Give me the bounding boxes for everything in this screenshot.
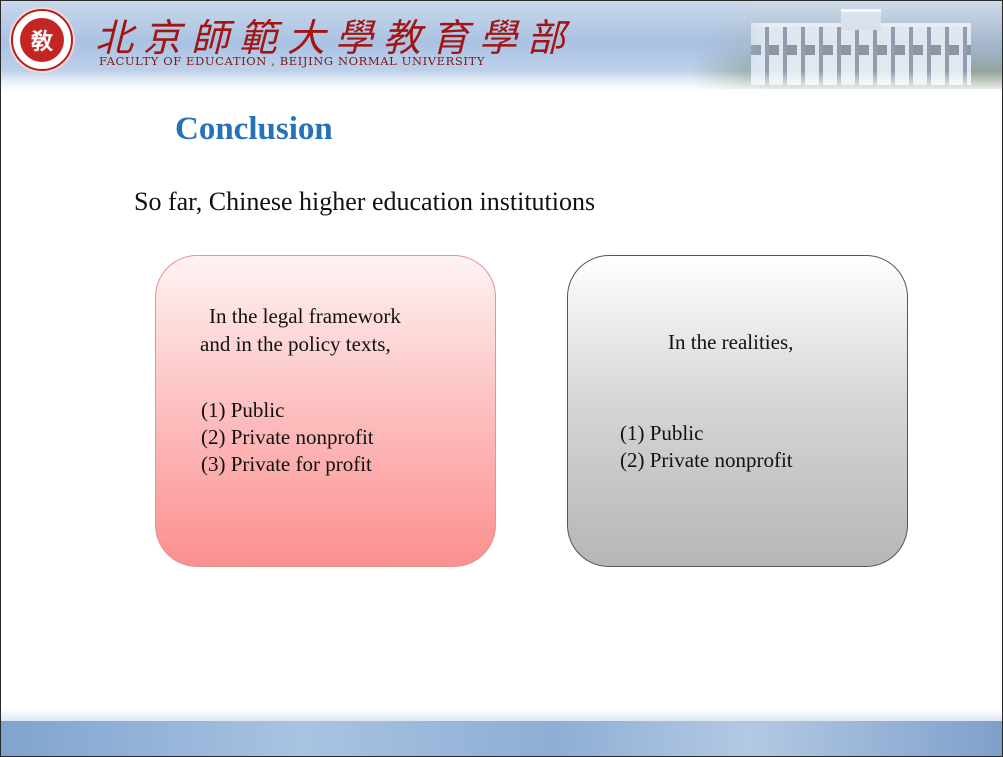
footer-fade — [1, 709, 1002, 723]
list-item: (3) Private for profit — [201, 452, 372, 476]
slide-heading: Conclusion — [175, 111, 333, 147]
list-item: (1) Public — [201, 398, 285, 422]
slide-footer — [1, 721, 1002, 756]
building-windows — [751, 45, 971, 55]
logo-emblem: 敎 — [20, 18, 64, 62]
left-box-list: (1) Public (2) Private nonprofit (3) Pri… — [201, 397, 374, 478]
realities-box: In the realities, (1) Public (2) Private… — [567, 255, 908, 567]
right-box-line-1: In the realities, — [668, 330, 794, 354]
legal-framework-box: In the legal framework and in the policy… — [155, 255, 496, 567]
right-box-list: (1) Public (2) Private nonprofit — [620, 420, 793, 474]
header-fade — [1, 71, 1002, 93]
list-item: (2) Private nonprofit — [620, 448, 793, 472]
university-logo: 敎 — [11, 9, 73, 71]
building-tower — [841, 9, 881, 30]
left-box-line-1: In the legal framework — [209, 304, 401, 328]
left-box-line-2: and in the policy texts, — [200, 332, 391, 356]
list-item: (1) Public — [620, 421, 704, 445]
lead-text: So far, Chinese higher education institu… — [134, 187, 596, 216]
header-subtitle: FACULTY OF EDUCATION , BEIJING NORMAL UN… — [99, 54, 486, 68]
slide-header: 敎 北京師範大學教育學部 FACULTY OF EDUCATION , BEIJ… — [1, 1, 1002, 93]
header-title-chinese: 北京師範大學教育學部 — [95, 16, 576, 60]
list-item: (2) Private nonprofit — [201, 425, 374, 449]
